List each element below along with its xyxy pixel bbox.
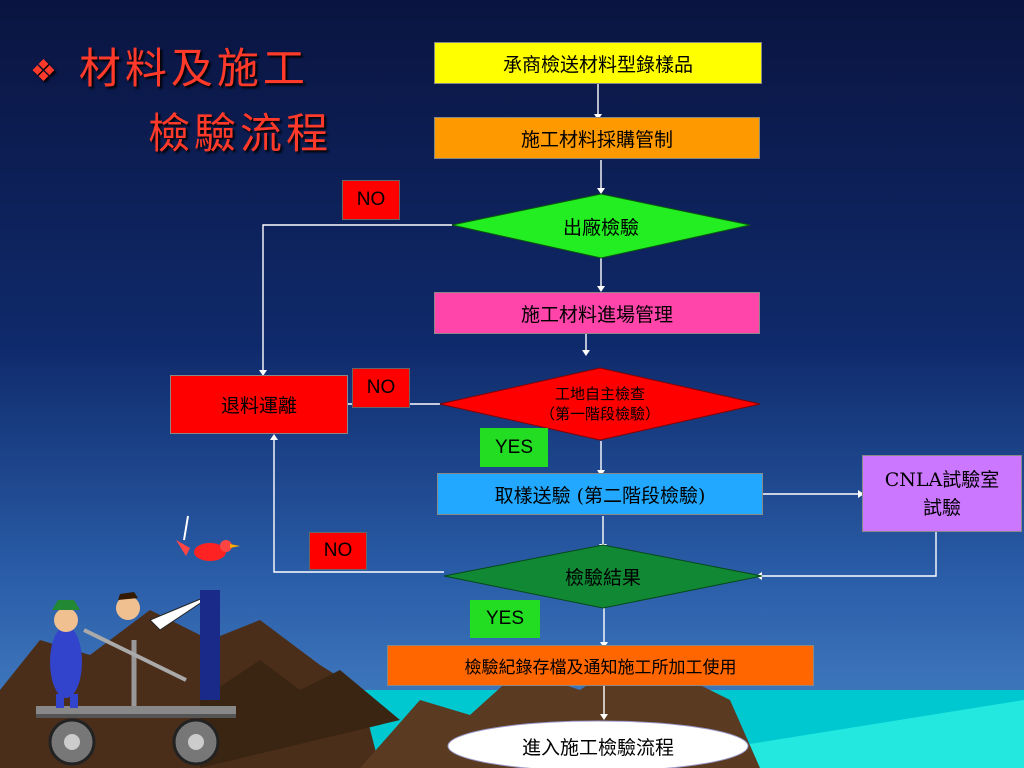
box-onsite-management-label: 施工材料進場管理 <box>520 303 673 326</box>
box-cnla-label-line-2: 試驗 <box>922 496 961 519</box>
decision-self-check-line-1: 工地自主檢查 <box>554 385 645 403</box>
terminal-oval <box>447 720 749 768</box>
terminal-enter-inspection-label: 進入施工檢驗流程 <box>521 736 674 759</box>
decision-test-result: 檢驗結果 <box>444 546 762 606</box>
tag-no-test-result-label: NO <box>323 540 353 561</box>
tag-no-factory: NO <box>342 180 400 220</box>
tag-no-self-check: NO <box>352 368 410 408</box>
tag-yes-self-check: YES <box>480 428 548 467</box>
title-line-1: 材料及施工 <box>78 44 309 93</box>
box-submit-samples: 承商檢送材料型錄樣品 <box>434 42 762 84</box>
box-onsite-management: 施工材料進場管理 <box>434 292 760 334</box>
diamond-factory-inspection <box>451 193 751 259</box>
box-submit-samples-label: 承商檢送材料型錄樣品 <box>502 53 693 76</box>
page-title: ❖ 材料及施工 檢驗流程 <box>30 38 332 165</box>
tag-no-test-result: NO <box>309 532 367 570</box>
box-procurement-control-label: 施工材料採購管制 <box>520 128 673 151</box>
box-sampling-test-label: 取樣送驗 (第二階段檢驗) <box>494 484 706 507</box>
decision-self-check-line-2: （第一階段檢驗） <box>539 405 660 423</box>
box-procurement-control: 施工材料採購管制 <box>434 117 760 159</box>
diamond-bullet-icon: ❖ <box>30 54 61 89</box>
tag-no-self-check-label: NO <box>366 377 396 398</box>
decision-factory-inspection-label: 出廠檢驗 <box>562 216 639 239</box>
box-record-archive: 檢驗紀錄存檔及通知施工所加工使用 <box>387 645 814 686</box>
mountain-ridge <box>200 660 400 768</box>
handcar-illustration <box>36 515 240 766</box>
box-record-archive-label: 檢驗紀錄存檔及通知施工所加工使用 <box>464 658 737 678</box>
tag-yes-self-check-label: YES <box>494 436 534 458</box>
tag-yes-test-result-label: YES <box>485 608 525 629</box>
title-line-2: 檢驗流程 <box>148 109 333 158</box>
tag-yes-test-result: YES <box>470 600 540 638</box>
decision-self-check: 工地自主檢查 （第一階段檢驗） <box>440 370 760 438</box>
decision-test-result-label: 檢驗結果 <box>564 566 641 589</box>
box-return-material-label: 退料運離 <box>220 395 297 417</box>
box-cnla-lab: CNLA試驗室 試驗 <box>862 455 1022 532</box>
tag-no-factory-label: NO <box>356 189 386 210</box>
box-return-material: 退料運離 <box>170 375 348 434</box>
decision-factory-inspection: 出廠檢驗 <box>452 195 750 257</box>
terminal-enter-inspection: 進入施工檢驗流程 <box>448 724 748 768</box>
diamond-test-result <box>443 544 763 609</box>
box-cnla-label-line-1: CNLA試驗室 <box>884 468 1000 491</box>
box-sampling-test: 取樣送驗 (第二階段檢驗) <box>437 473 763 515</box>
